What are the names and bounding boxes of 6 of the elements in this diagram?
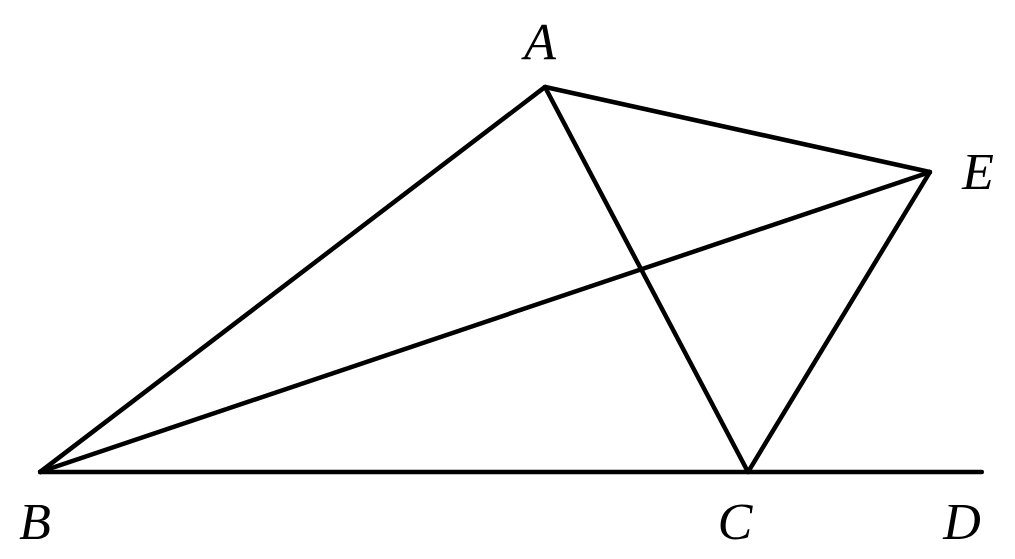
point-label: E: [961, 154, 994, 189]
point-label: C: [720, 504, 753, 540]
line-segment: [745, 469, 985, 475]
point-label: D: [942, 504, 980, 540]
point-label: B: [19, 504, 50, 540]
point-label: A: [521, 24, 557, 60]
